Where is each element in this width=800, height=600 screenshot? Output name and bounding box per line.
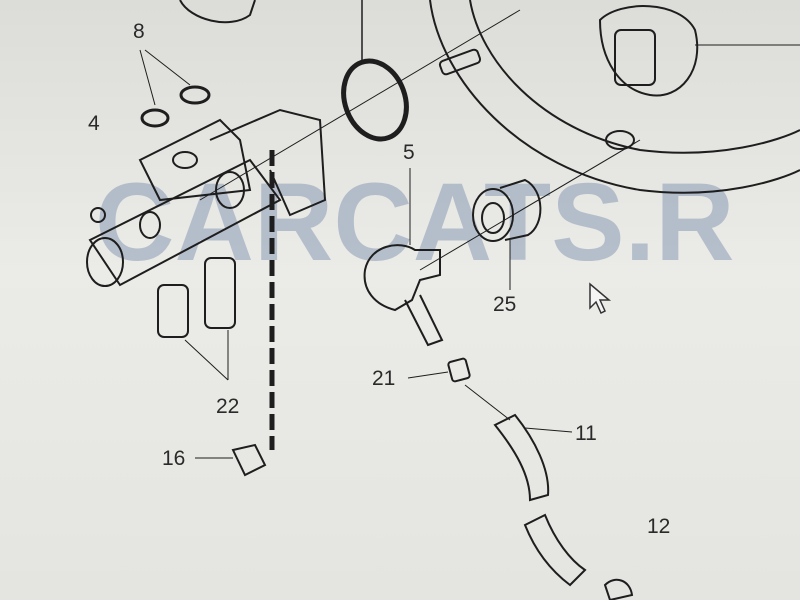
callout-12: 12 xyxy=(647,515,671,538)
callout-21: 21 xyxy=(372,367,396,390)
cap xyxy=(231,443,267,477)
callout-5: 5 xyxy=(403,141,415,164)
grommet xyxy=(472,178,542,290)
callout-8: 8 xyxy=(133,20,145,43)
fittings xyxy=(157,257,236,381)
watermark: CARCATS.R xyxy=(95,161,735,284)
hose-lower xyxy=(523,513,587,587)
stud xyxy=(438,48,482,76)
o-ring xyxy=(341,58,409,142)
clamp xyxy=(447,357,471,383)
brake-booster xyxy=(429,0,800,194)
callout-25: 25 xyxy=(493,293,517,316)
callout-11: 11 xyxy=(575,422,597,445)
top-part xyxy=(179,0,256,24)
callout-16: 16 xyxy=(162,447,186,470)
hose xyxy=(493,413,550,502)
callout-4: 4 xyxy=(88,112,100,135)
check-valve xyxy=(363,168,444,347)
callout-22: 22 xyxy=(216,395,240,418)
mouse-cursor-icon xyxy=(589,282,612,315)
master-cylinder xyxy=(86,108,327,287)
